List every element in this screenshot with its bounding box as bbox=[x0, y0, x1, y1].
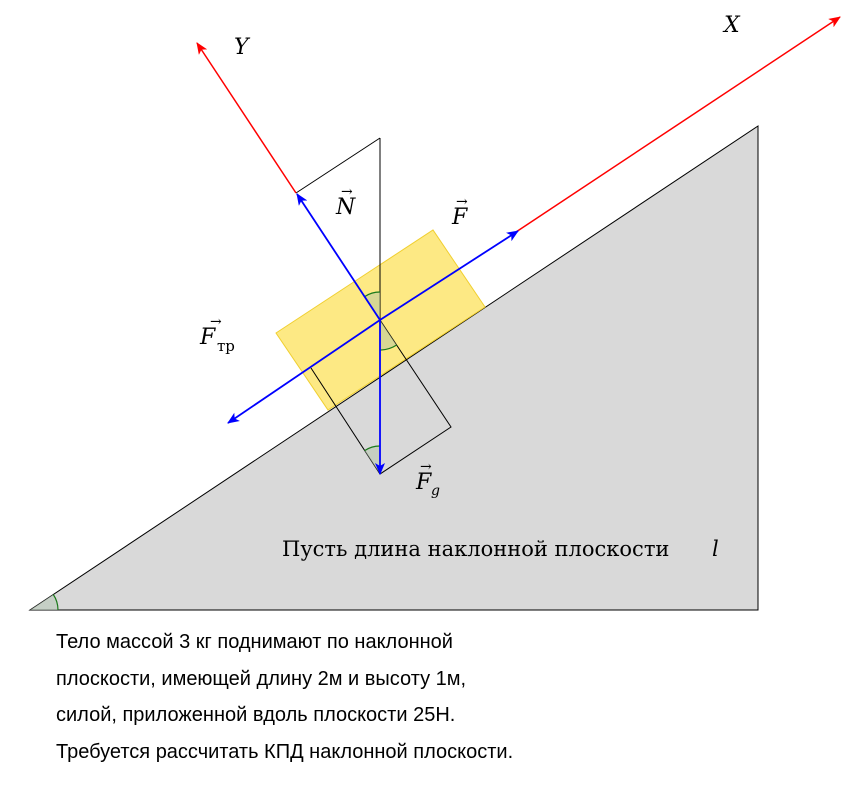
x-axis bbox=[515, 16, 841, 233]
normal-force-arrow bbox=[296, 193, 381, 321]
x-axis-label: X bbox=[722, 13, 741, 38]
base-angle-arc bbox=[30, 594, 58, 610]
gravity-decomposition bbox=[310, 319, 452, 475]
problem-line: силой, приложенной вдоль плоскости 25Н. bbox=[56, 704, 456, 726]
y-axis bbox=[196, 42, 297, 194]
inclined-plane bbox=[28, 125, 759, 611]
normal-force-label: N → bbox=[335, 184, 356, 220]
svg-text:→: → bbox=[210, 314, 222, 330]
gravity-force-label: F → g bbox=[415, 459, 440, 499]
svg-text:N: N bbox=[335, 195, 356, 220]
svg-text:→: → bbox=[420, 459, 432, 475]
friction-force-arrow bbox=[227, 319, 381, 424]
problem-statement: Тело массой 3 кг поднимают по наклонной … bbox=[56, 624, 676, 770]
problem-line: плоскости, имеющей длину 2м и высоту 1м, bbox=[56, 667, 467, 690]
svg-text:l: l bbox=[712, 537, 719, 561]
normal-guide bbox=[295, 137, 381, 194]
plane-caption: Пусть длина наклонной плоскости l bbox=[282, 537, 719, 561]
svg-text:F: F bbox=[199, 325, 216, 350]
friction-force-label: F → тр bbox=[199, 314, 235, 355]
svg-text:F: F bbox=[415, 470, 432, 495]
svg-text:тр: тр bbox=[217, 337, 235, 355]
y-axis-label: Y bbox=[234, 35, 251, 60]
svg-text:F: F bbox=[451, 205, 468, 230]
problem-line: Требуется рассчитать КПД наклонной плоск… bbox=[56, 740, 514, 763]
svg-text:→: → bbox=[456, 194, 468, 210]
applied-force-arrow bbox=[379, 230, 519, 321]
applied-force-label: F → bbox=[451, 194, 468, 230]
svg-text:g: g bbox=[431, 483, 440, 499]
svg-text:→: → bbox=[341, 184, 353, 200]
svg-text:Пусть длина наклонной плоскост: Пусть длина наклонной плоскости bbox=[282, 537, 669, 561]
problem-line: Тело массой 3 кг поднимают по наклонной bbox=[56, 631, 453, 653]
